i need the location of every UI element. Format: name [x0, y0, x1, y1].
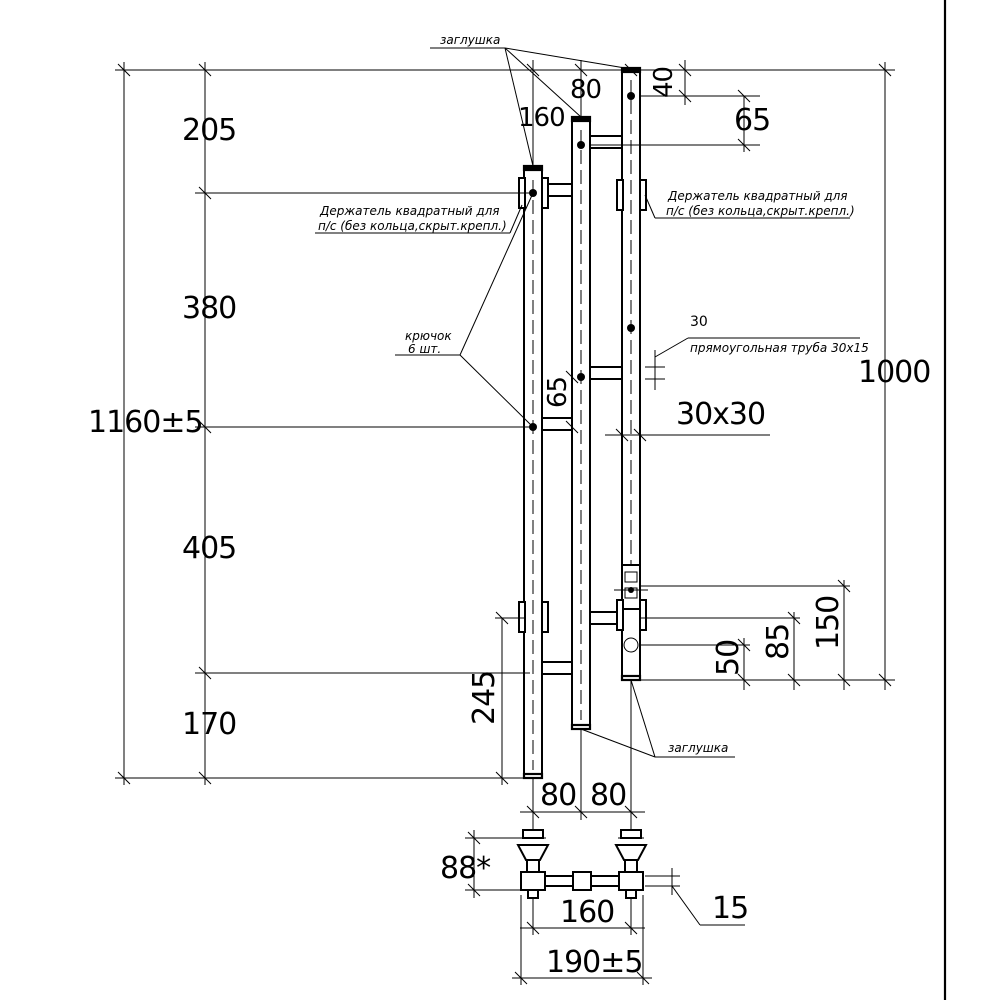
- dim-40: 40: [649, 67, 679, 98]
- dim-88: 88*: [440, 851, 491, 886]
- dim-1000: 1000: [858, 355, 930, 390]
- dim-30x30: 30х30: [676, 397, 765, 432]
- dim-380: 380: [182, 291, 236, 326]
- plug-bottom-label: заглушка: [668, 741, 728, 755]
- dim-65-top: 65: [734, 103, 770, 138]
- dim-160-bottom: 160: [560, 895, 614, 930]
- dim-80-bottom-right: 80: [590, 778, 626, 813]
- dim-30: 30: [690, 314, 708, 330]
- bottom-connection: [516, 800, 648, 899]
- dim-80-bottom-left: 80: [540, 778, 576, 813]
- holder-right-label-2: п/с (без кольца,скрыт.крепл.): [666, 204, 855, 218]
- dim-405: 405: [182, 531, 236, 566]
- hook-label-1: крючок: [405, 329, 452, 343]
- dim-160-top: 160: [518, 103, 565, 133]
- holder-right-label-1: Держатель квадратный для: [667, 189, 848, 203]
- dim-15: 15: [712, 891, 748, 926]
- dimension-lines: [115, 60, 895, 985]
- dim-170: 170: [182, 707, 236, 742]
- middle-pipe: [570, 115, 592, 731]
- rect-pipe-label: прямоугольная труба 30х15: [690, 341, 869, 355]
- dim-50: 50: [711, 640, 746, 676]
- leaders: [315, 47, 850, 758]
- hook-label-2: 6 шт.: [408, 342, 441, 356]
- dim-85: 85: [761, 624, 796, 660]
- dim-80-top: 80: [570, 75, 601, 105]
- holder-left-label-1: Держатель квадратный для: [319, 204, 500, 218]
- holder-left-label-2: п/с (без кольца,скрыт.крепл.): [318, 219, 507, 233]
- left-pipe: [522, 164, 544, 780]
- dim-65-mid: 65: [543, 377, 573, 408]
- dim-205: 205: [182, 113, 236, 148]
- dim-150: 150: [811, 596, 846, 650]
- dim-190: 190±5: [546, 945, 642, 980]
- plug-top-label: заглушка: [440, 33, 500, 47]
- dim-245: 245: [467, 671, 502, 725]
- dim-1160: 1160±5: [88, 405, 203, 440]
